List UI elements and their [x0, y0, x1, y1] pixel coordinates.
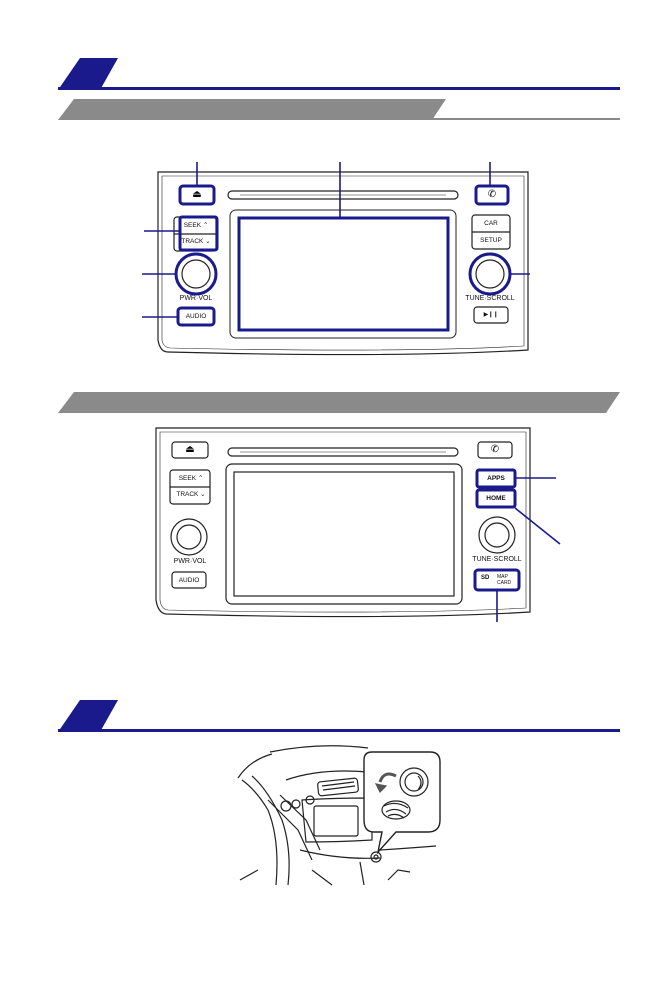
unit-1-seek-button[interactable]: SEEK ⌃ [183, 222, 209, 229]
eject-icon: ⏏ [192, 189, 202, 200]
track-label: TRACK [181, 238, 204, 245]
map-label: MAP [497, 574, 508, 580]
unit-1-tune-scroll-label: TUNE·SCROLL [465, 295, 515, 302]
card-label: CARD [497, 580, 512, 586]
gray-band-1 [58, 99, 620, 120]
unit-1-eject-button[interactable]: ⏏ [182, 188, 212, 202]
unit-2-phone-button[interactable]: ✆ [478, 443, 512, 457]
phone-icon: ✆ [490, 444, 500, 455]
unit-2-apps-button[interactable]: APPS [487, 475, 505, 482]
unit-2-eject-button[interactable]: ⏏ [172, 443, 208, 457]
unit-2-pwr-vol-label: PWR·VOL [173, 558, 207, 565]
unit-2-callouts [496, 477, 561, 622]
unit-1-setup-button[interactable]: SETUP [480, 237, 502, 244]
phone-icon: ✆ [487, 189, 497, 200]
unit-2-track-button[interactable]: TRACK ⌄ [176, 491, 206, 498]
unit-1-car-button[interactable]: CAR [484, 220, 498, 227]
unit-2-panel [155, 427, 531, 618]
unit-1-play-pause-button[interactable]: ▶❙❙ [483, 312, 499, 318]
unit-1-phone-button[interactable]: ✆ [478, 188, 506, 202]
track-label: TRACK [176, 491, 199, 498]
seek-label: SEEK [178, 475, 197, 482]
seek-label: SEEK [183, 222, 202, 229]
sd-card-icon: SD [481, 575, 490, 581]
unit-1-panel [157, 171, 529, 356]
unit-2-tune-scroll-label: TUNE·SCROLL [472, 556, 522, 563]
unit-2-map-card-slot[interactable]: SD MAP CARD [477, 572, 517, 588]
unit-2-audio-button[interactable]: AUDIO [178, 577, 200, 584]
gray-band-2 [58, 392, 620, 413]
eject-icon: ⏏ [185, 444, 195, 455]
unit-2-highlights [473, 468, 521, 592]
section-2-heading [58, 700, 620, 732]
unit-1-pwr-vol-label: PWR·VOL [179, 295, 213, 302]
unit-1-highlights [176, 184, 510, 327]
unit-1-audio-button[interactable]: AUDIO [185, 313, 207, 320]
unit-2-home-button[interactable]: HOME [486, 495, 506, 502]
section-1-heading [58, 58, 620, 90]
unit-1-track-button[interactable]: TRACK ⌄ [181, 238, 211, 245]
unit-1-callouts [142, 162, 530, 318]
dashboard-illustration [237, 745, 441, 886]
unit-2-seek-button[interactable]: SEEK ⌃ [178, 475, 204, 482]
